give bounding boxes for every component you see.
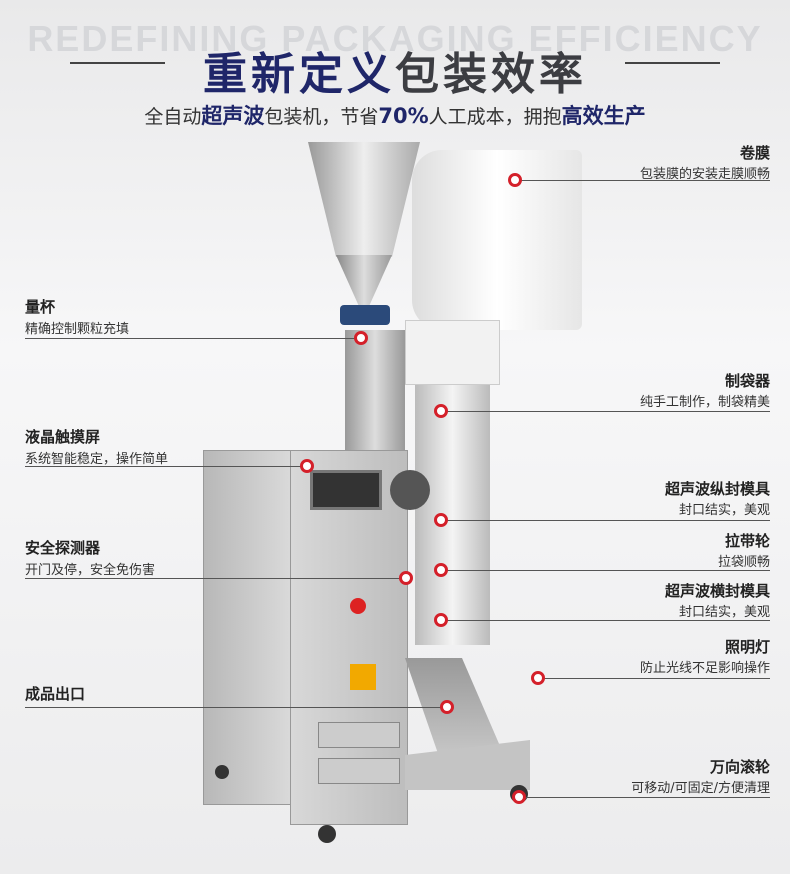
callout-title: 万向滚轮 [709,758,770,776]
marker-dot [434,563,448,577]
callout-desc: 精确控制颗粒充填 [25,322,130,337]
callout-line [25,466,307,467]
callout-line [515,180,770,181]
callout-line [441,520,770,521]
callout-title: 制袋器 [724,372,770,390]
marker-dot [300,459,314,473]
marker-dot [531,671,545,685]
watermark-text: REDEFINING PACKAGING EFFICIENCY [27,18,763,59]
callout-desc: 防止光线不足影响操作 [639,661,770,676]
subtitle-part: 超声波 [201,104,265,128]
callout-desc: 拉袋顺畅 [717,555,770,570]
subtitle-part: 包装机，节省 [264,106,379,128]
subtitle-part: 70% [378,104,429,128]
marker-dot [434,404,448,418]
callout-line [441,411,770,412]
callout-desc: 可移动/可固定/方便清理 [631,781,770,796]
callout-title: 超声波横封模具 [664,582,770,600]
divider [625,62,720,64]
callout-line [538,678,770,679]
callout-line [25,338,361,339]
subtitle-part: 人工成本，拥抱 [428,106,562,128]
callout-title: 液晶触摸屏 [25,428,101,446]
marker-dot [440,700,454,714]
marker-dot [508,173,522,187]
callout-desc: 封口结实，美观 [678,605,770,620]
title-part: 重新定义 [203,49,395,100]
callout-desc: 纯手工制作，制袋精美 [639,395,770,410]
subtitle: 全自动超声波包装机，节省70%人工成本，拥抱高效生产 [0,100,790,130]
callout-desc: 开门及停，安全免伤害 [25,563,156,578]
callout-title: 安全探测器 [25,539,101,557]
callout-title: 量杯 [25,298,56,316]
callout-desc: 包装膜的安装走膜顺畅 [639,167,770,182]
subtitle-part: 高效生产 [561,104,646,128]
marker-dot [434,613,448,627]
callout-desc: 封口结实，美观 [678,503,770,518]
divider [70,62,165,64]
title-part: 包装效率 [395,49,587,100]
callout-line [519,797,770,798]
subtitle-part: 全自动 [144,106,202,128]
callout-title: 照明灯 [724,638,770,656]
callout-title: 成品出口 [25,685,86,703]
callout-desc: 系统智能稳定，操作简单 [25,452,169,467]
callout-title: 超声波纵封模具 [664,480,770,498]
marker-dot [434,513,448,527]
callout-line [441,570,770,571]
callout-line [25,578,406,579]
callout-title: 拉带轮 [724,532,770,550]
callout-line [25,707,447,708]
marker-dot [399,571,413,585]
callout-title: 卷膜 [739,144,770,162]
marker-dot [354,331,368,345]
callout-line [441,620,770,621]
marker-dot [512,790,526,804]
page-title: 重新定义包装效率 [0,38,790,102]
